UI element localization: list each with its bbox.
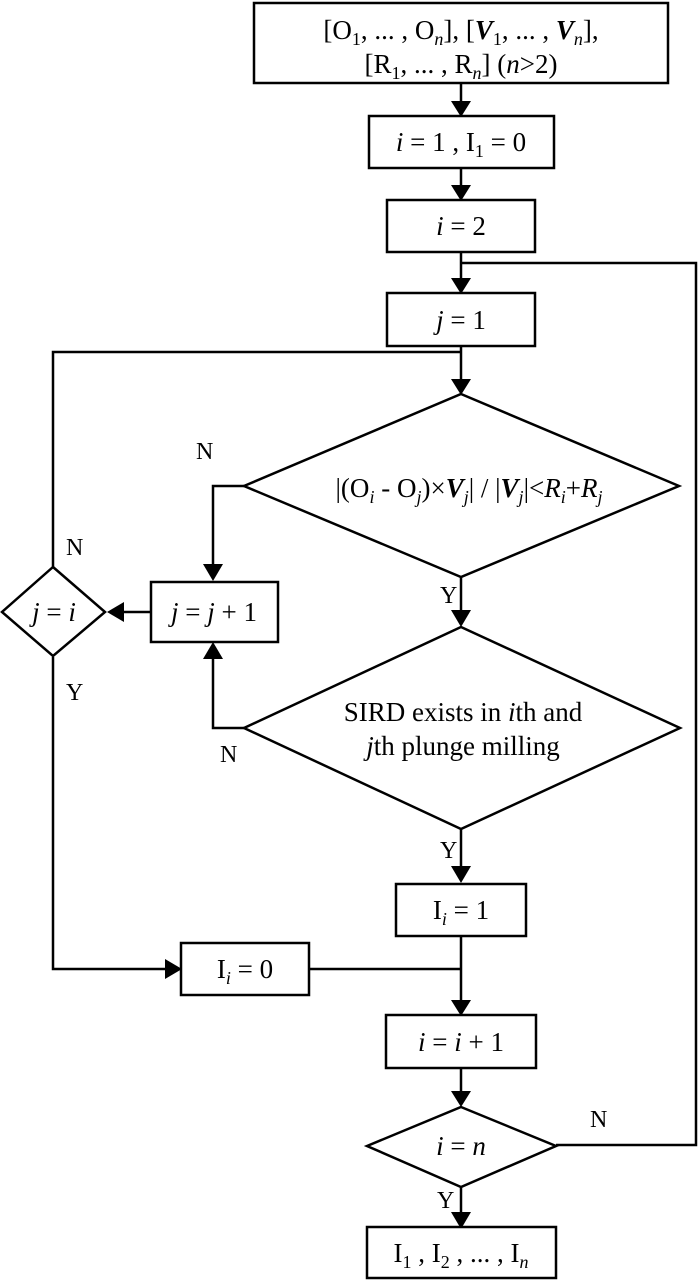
node-input-box <box>252 1 670 85</box>
node-check-j-eq-i: j = i <box>0 565 107 658</box>
label-j-eq-i-yes: Y <box>66 680 83 706</box>
node-sird-check: SIRD exists in ith and jth plunge millin… <box>241 625 683 831</box>
node-init-i-box <box>367 114 556 170</box>
arrowhead <box>165 959 182 979</box>
node-increment-j-box <box>149 580 280 644</box>
node-init-i: i = 1 , I1 = 0 <box>367 114 556 170</box>
node-increment-j: j = j + 1 <box>149 580 280 644</box>
node-set-Ii-1-text: Ii = 1 <box>433 895 489 929</box>
edge-i-eq-n-no-loop <box>461 261 698 1147</box>
edge-sird-no <box>211 655 244 730</box>
label-distance-yes: Y <box>440 583 457 609</box>
label-distance-no: N <box>196 439 213 465</box>
arrowhead <box>451 1091 471 1107</box>
node-output-text: I1 , I2 , ... , In <box>394 1238 529 1272</box>
arrowhead <box>203 564 223 581</box>
node-check-i-eq-n-text: i = n <box>436 1131 486 1161</box>
node-set-i2-text: i = 2 <box>436 211 486 241</box>
node-increment-i: i = i + 1 <box>384 1013 538 1070</box>
node-set-Ii-0-text: Ii = 0 <box>217 954 273 988</box>
node-input-line1: [O1, ... , On], [V1, ... , Vn], <box>323 15 598 49</box>
node-sird-check-diamond <box>241 625 683 831</box>
node-set-Ii-0-box <box>179 941 311 997</box>
connectors <box>51 83 698 1229</box>
node-increment-i-text: i = i + 1 <box>418 1027 504 1057</box>
node-increment-j-text: j = j + 1 <box>168 597 257 627</box>
node-increment-i-box <box>384 1013 538 1070</box>
arrowhead <box>203 642 223 659</box>
node-input: [O1, ... , On], [V1, ... , Vn], [R1, ...… <box>252 1 670 85</box>
node-set-Ii-0: Ii = 0 <box>179 941 311 997</box>
edge-j-eq-i-yes <box>51 657 170 971</box>
arrowhead <box>451 278 471 294</box>
arrowhead <box>107 602 124 622</box>
node-set-Ii-1-box <box>394 882 528 938</box>
edge-j-eq-i-no-loop <box>51 350 461 567</box>
node-output-box <box>365 1225 558 1280</box>
label-sird-no: N <box>220 742 237 768</box>
node-output: I1 , I2 , ... , In <box>365 1225 558 1280</box>
node-check-i-eq-n: i = n <box>363 1105 560 1189</box>
node-set-j1-box <box>385 291 537 348</box>
label-j-eq-i-no: N <box>66 535 83 561</box>
node-check-i-eq-n-diamond <box>363 1105 560 1189</box>
node-check-j-eq-i-text: j = i <box>29 597 76 627</box>
node-distance-check: |(Oi - Oj)×Vj| / |Vj|<Ri+Rj <box>240 392 683 579</box>
node-set-j1-text: j = 1 <box>433 305 486 335</box>
arrowhead <box>451 1000 471 1016</box>
node-distance-check-diamond <box>240 392 683 579</box>
arrowhead <box>451 185 471 201</box>
arrowhead <box>451 101 471 117</box>
node-distance-check-text: |(Oi - Oj)×Vj| / |Vj|<Ri+Rj <box>336 473 603 507</box>
label-sird-yes: Y <box>440 838 457 864</box>
node-sird-check-line1: SIRD exists in ith and <box>344 697 583 727</box>
node-set-j1: j = 1 <box>385 291 537 348</box>
edge-labels: N Y N Y N Y N Y <box>66 439 607 1214</box>
label-i-eq-n-no: N <box>590 1107 607 1133</box>
arrowhead <box>451 610 471 627</box>
arrowhead <box>451 379 471 395</box>
label-i-eq-n-yes: Y <box>437 1188 454 1214</box>
node-set-Ii-1: Ii = 1 <box>394 882 528 938</box>
arrowhead <box>451 866 471 883</box>
edge-distance-no <box>211 484 244 566</box>
node-set-i2-box <box>385 198 537 254</box>
arrowhead <box>451 1212 471 1229</box>
node-input-line2: [R1, ... , Rn] (n>2) <box>365 49 558 83</box>
node-set-i2: i = 2 <box>385 198 537 254</box>
node-init-i-text: i = 1 , I1 = 0 <box>396 127 526 161</box>
node-check-j-eq-i-diamond <box>0 565 107 658</box>
node-sird-check-line2: jth plunge milling <box>363 731 560 761</box>
